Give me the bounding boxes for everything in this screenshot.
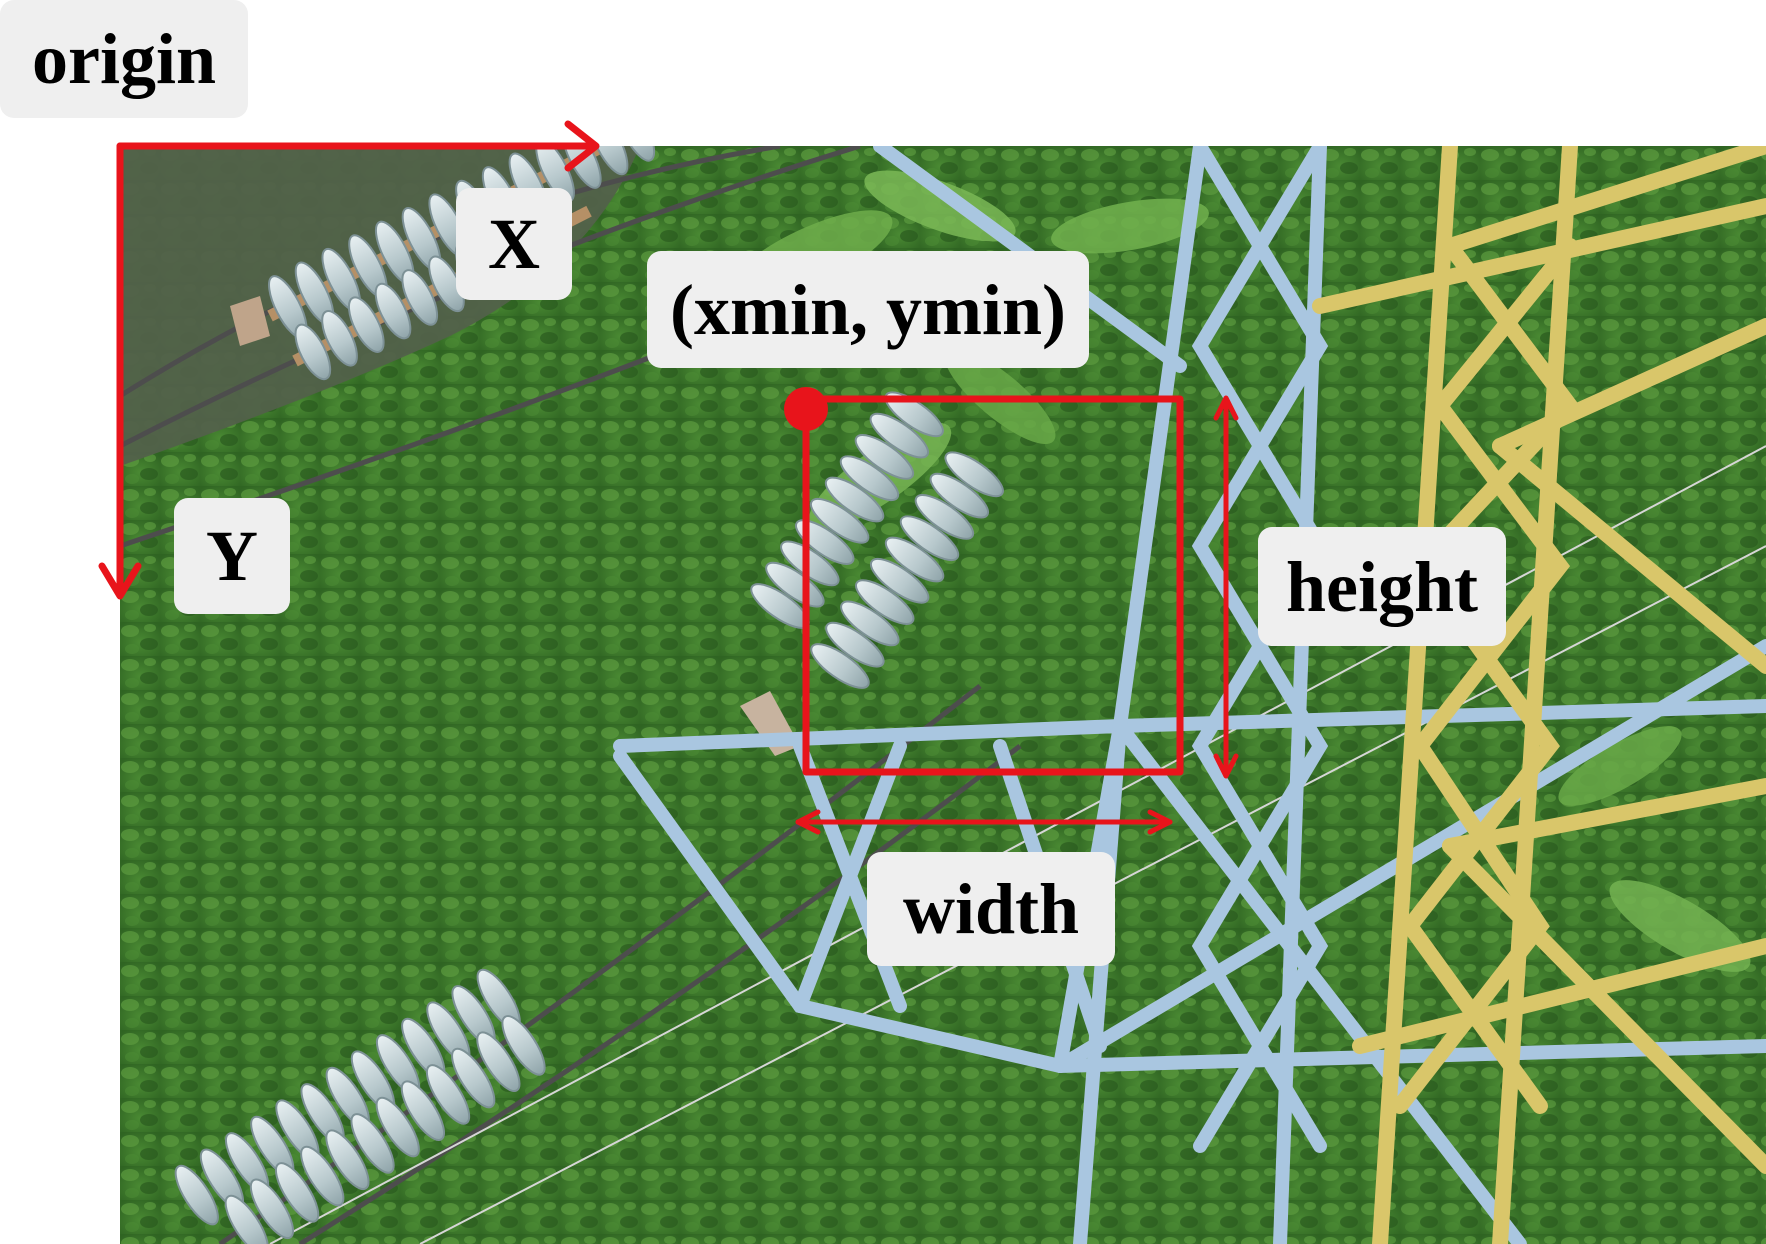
- width-text: width: [902, 869, 1080, 949]
- height-label: height: [1258, 527, 1506, 646]
- height-text: height: [1285, 546, 1479, 627]
- origin-text: origin: [31, 19, 216, 99]
- corner-label: (xmin, ymin): [647, 251, 1089, 368]
- y-axis-label: Y: [174, 498, 290, 614]
- y-axis-text: Y: [206, 516, 258, 596]
- insulator-string-bottom: [174, 968, 546, 1244]
- origin-label: origin: [0, 0, 248, 118]
- yellow-tower-lattice: [1312, 146, 1766, 1244]
- width-label: width: [867, 852, 1115, 966]
- corner-text: (xmin, ymin): [670, 269, 1066, 350]
- x-axis-label: X: [456, 188, 572, 300]
- x-axis-text: X: [488, 204, 540, 284]
